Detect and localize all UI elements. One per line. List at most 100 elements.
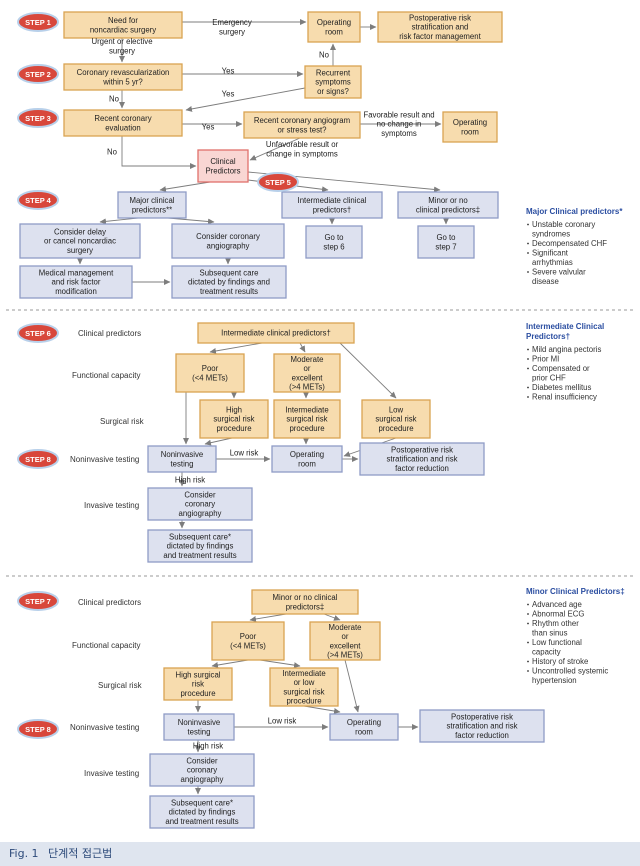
step-badge-label: STEP 8 xyxy=(25,725,51,734)
connector-arrow xyxy=(249,137,301,161)
step-badge-shape xyxy=(17,591,59,611)
node-box xyxy=(19,265,133,299)
row-label: Surgical risk xyxy=(100,417,145,426)
node-label: Poor(<4 METs) xyxy=(192,364,228,382)
node-box xyxy=(273,353,341,393)
bullet-dot xyxy=(527,223,529,226)
node-box xyxy=(377,11,503,43)
bullet-dot xyxy=(527,660,529,663)
row-label: Noninvasive testing xyxy=(70,455,139,464)
node-box xyxy=(63,11,183,39)
node-box xyxy=(19,223,141,259)
connector-arrow xyxy=(259,659,301,669)
row-label: Invasive testing xyxy=(84,501,139,510)
row-label: Noninvasive testing xyxy=(70,723,139,732)
node-box xyxy=(305,225,363,259)
step-badge-shape xyxy=(17,190,59,210)
bullet-dot xyxy=(527,358,529,360)
side-panel-item: Abnormal ECG xyxy=(532,610,584,619)
node-box xyxy=(269,667,339,707)
label-mn-lowrisk: Low risk xyxy=(268,717,297,726)
connector-arrow xyxy=(249,613,287,622)
node-box xyxy=(243,111,361,139)
connector-arrow xyxy=(121,136,197,169)
step-badge-s5: STEP 5 xyxy=(257,172,299,192)
node-box xyxy=(307,11,361,43)
side-panel-item: Prior MI xyxy=(532,355,559,364)
label-im-highrisk: High risk xyxy=(175,476,205,485)
step-badge-shape xyxy=(17,719,59,739)
connector-arrow xyxy=(211,659,249,668)
node-im-head: Intermediate clinical predictors† xyxy=(197,322,355,344)
row-label: Clinical predictors xyxy=(78,329,141,338)
step-badge-shape xyxy=(17,12,59,32)
connector-arrow xyxy=(299,342,306,353)
step-badge-label: STEP 5 xyxy=(265,178,291,187)
step-badge-label: STEP 1 xyxy=(25,18,51,27)
node-im-poor: Poor(<4 METs) xyxy=(175,353,245,393)
figure-number: Fig. 1 xyxy=(9,847,39,860)
step-badge-label: STEP 6 xyxy=(25,329,51,338)
figure-caption-bar: Fig. 1 단계적 접근법 xyxy=(0,842,640,866)
label-mn-highrisk: High risk xyxy=(193,742,223,751)
node-box xyxy=(63,63,183,91)
node-box xyxy=(273,399,341,439)
connector-arrow xyxy=(204,437,233,446)
node-box xyxy=(175,353,245,393)
node-box xyxy=(397,191,499,219)
label-no-rec: No xyxy=(319,51,330,60)
node-box xyxy=(329,713,399,741)
node-box xyxy=(271,445,343,473)
side-panel-item: History of stroke xyxy=(532,657,588,666)
node-mn-poor: Poor(<4 METs) xyxy=(211,621,285,661)
row-label: Clinical predictors xyxy=(78,598,141,607)
node-box xyxy=(309,621,381,661)
node-box xyxy=(281,191,383,219)
node-box xyxy=(211,621,285,661)
node-box xyxy=(417,225,475,259)
node-label: Poor(<4 METs) xyxy=(230,632,266,650)
node-box xyxy=(442,111,498,143)
label-no3: No xyxy=(107,148,118,157)
node-box xyxy=(171,265,287,299)
